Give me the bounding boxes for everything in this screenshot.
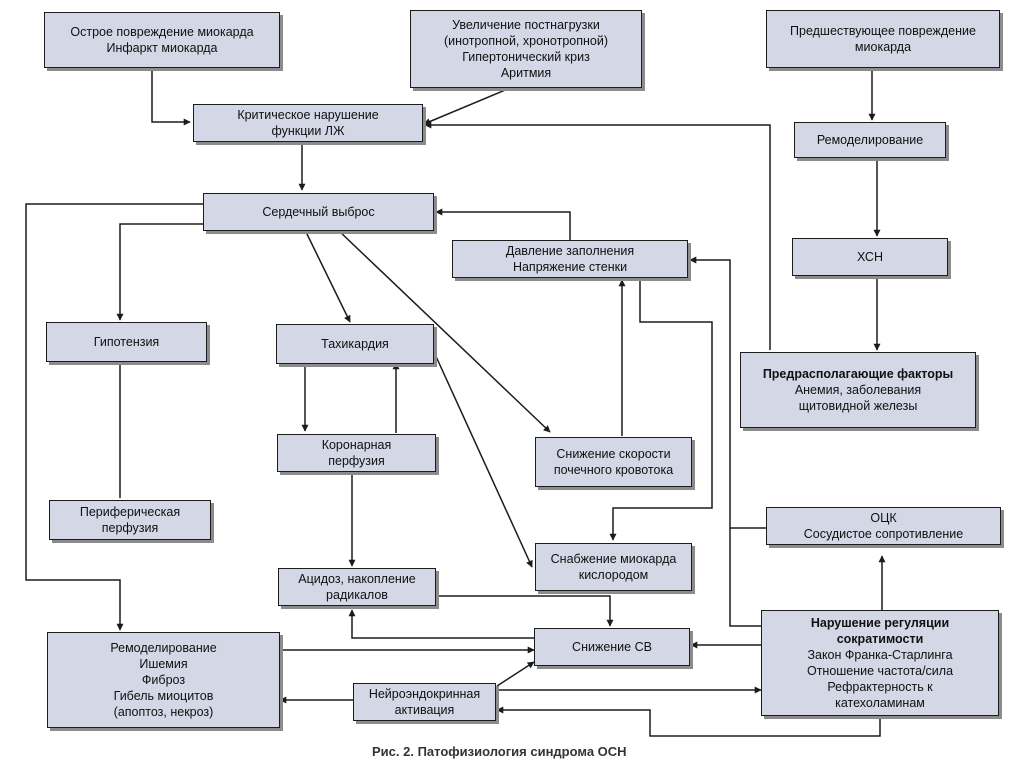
node-text-line: Коронарная <box>321 438 392 452</box>
node-text-line: Закон Франка-Старлинга <box>807 648 953 662</box>
node-text-line: Инфаркт миокарда <box>106 41 218 55</box>
node-tachycardia: Тахикардия <box>276 324 434 364</box>
node-text-line: Фиброз <box>141 673 186 687</box>
node-text-line: Ацидоз, накопление <box>298 572 416 586</box>
node-chf: ХСН <box>792 238 948 276</box>
node-text-line: функции ЛЖ <box>271 124 345 138</box>
node-text-line: Предрасполагающие факторы <box>762 367 954 381</box>
node-text-line: миокарда <box>854 40 912 54</box>
connector-output-to-renal <box>337 229 551 433</box>
node-text-line: перфузия <box>328 454 385 468</box>
node-co-decrease: Снижение СВ <box>534 628 690 666</box>
node-text-line: Ишемия <box>139 657 188 671</box>
connector-neuroendocrine-to-co <box>496 661 535 687</box>
node-text-line: кислородом <box>578 568 649 582</box>
connector-output-to-tachycardia <box>305 231 351 323</box>
node-text-line: Ремоделирование <box>110 641 217 655</box>
node-text-line: Отношение частота/сила <box>806 664 954 678</box>
node-afterload-increase: Увеличение постнагрузки (инотропной, хрон… <box>410 10 642 88</box>
node-text-line: перфузия <box>101 521 159 535</box>
node-text-line: Ремоделирование <box>816 133 924 147</box>
figure-caption: Рис. 2. Патофизиология синдрома ОСН <box>372 744 627 759</box>
connector-regulation-ocs-link <box>729 528 761 627</box>
node-text-line: Критическое нарушение <box>237 108 379 122</box>
connector-predisposing-to-critical <box>424 121 771 350</box>
connector-output-to-hypotension <box>116 223 203 321</box>
node-text-line: ХСН <box>857 250 883 264</box>
node-text-line: (инотропной, хронотропной) <box>443 34 609 48</box>
connector-output-to-remodeling-bottom <box>25 203 203 631</box>
node-text-line: Гипертонический криз <box>462 50 590 64</box>
node-ocs-vascular-resistance: ОЦК Сосудистое сопротивление <box>766 507 1001 545</box>
node-text-line: ОЦК <box>870 511 897 525</box>
node-text-line: Нарушение регуляции <box>810 616 950 630</box>
node-text-line: Периферическая <box>79 505 181 519</box>
node-text-line: Острое повреждение миокарда <box>70 25 254 39</box>
node-renal-blood-flow: Снижение скорости почечного кровотока <box>535 437 692 487</box>
node-text-line: активация <box>394 703 455 717</box>
node-text-line: (апоптоз, некроз) <box>113 705 214 719</box>
node-cardiac-output: Сердечный выброс <box>203 193 434 231</box>
node-coronary-perfusion: Коронарная перфузия <box>277 434 436 472</box>
node-text-line: Увеличение постнагрузки <box>452 18 600 32</box>
node-text-line: Сердечный выброс <box>262 205 375 219</box>
connector-acidosis-to-co <box>436 595 614 627</box>
node-text-line: Анемия, заболевания <box>794 383 922 397</box>
node-text-line: Напряжение стенки <box>512 260 628 274</box>
node-text-line: Предшествующее повреждение <box>790 24 976 38</box>
node-text-line: Давление заполнения <box>505 244 635 258</box>
node-peripheral-perfusion: Периферическая перфузия <box>49 500 211 540</box>
node-text-line: сократимости <box>836 632 924 646</box>
connector-co-to-acidosis <box>348 609 534 639</box>
node-acidosis-radicals: Ацидоз, накопление радикалов <box>278 568 436 606</box>
node-text-line: Гибель миоцитов <box>113 689 214 703</box>
node-text-line: щитовидной железы <box>798 399 918 413</box>
connector-regulation-to-neuroendocrine <box>496 706 881 737</box>
node-prior-myocardial-damage: Предшествующее повреждение миокарда <box>766 10 1000 68</box>
node-text-line: Тахикардия <box>321 337 389 351</box>
node-text-line: Снижение скорости <box>556 447 671 461</box>
connector-tachycardia-to-oxygen <box>433 351 533 568</box>
connector-filling-to-output <box>435 208 571 240</box>
node-myocardial-oxygen-supply: Снабжение миокарда кислородом <box>535 543 692 591</box>
connector-acute-to-critical <box>151 68 191 126</box>
connector-filling-to-oxygen <box>609 278 713 541</box>
node-hypotension: Гипотензия <box>46 322 207 362</box>
connector-afterload-to-critical <box>423 87 511 125</box>
node-text-line: катехоламинам <box>835 696 925 710</box>
connector-ocs-to-filling <box>689 256 766 529</box>
node-text-line: почечного кровотока <box>553 463 674 477</box>
node-text-line: Рефрактерность к <box>827 680 933 694</box>
node-critical-lv-dysfunction: Критическое нарушение функции ЛЖ <box>193 104 423 142</box>
node-text-line: радикалов <box>326 588 388 602</box>
node-text-line: Нейроэндокринная <box>368 687 481 701</box>
node-text-line: Гипотензия <box>93 335 160 349</box>
node-remodeling-top: Ремоделирование <box>794 122 946 158</box>
node-text-line: Аритмия <box>500 66 552 80</box>
node-text-line: Сосудистое сопротивление <box>803 527 964 541</box>
node-neuroendocrine-activation: Нейроэндокринная активация <box>353 683 496 721</box>
node-text-line: Снабжение миокарда <box>550 552 677 566</box>
node-text-line: Снижение СВ <box>572 640 652 654</box>
